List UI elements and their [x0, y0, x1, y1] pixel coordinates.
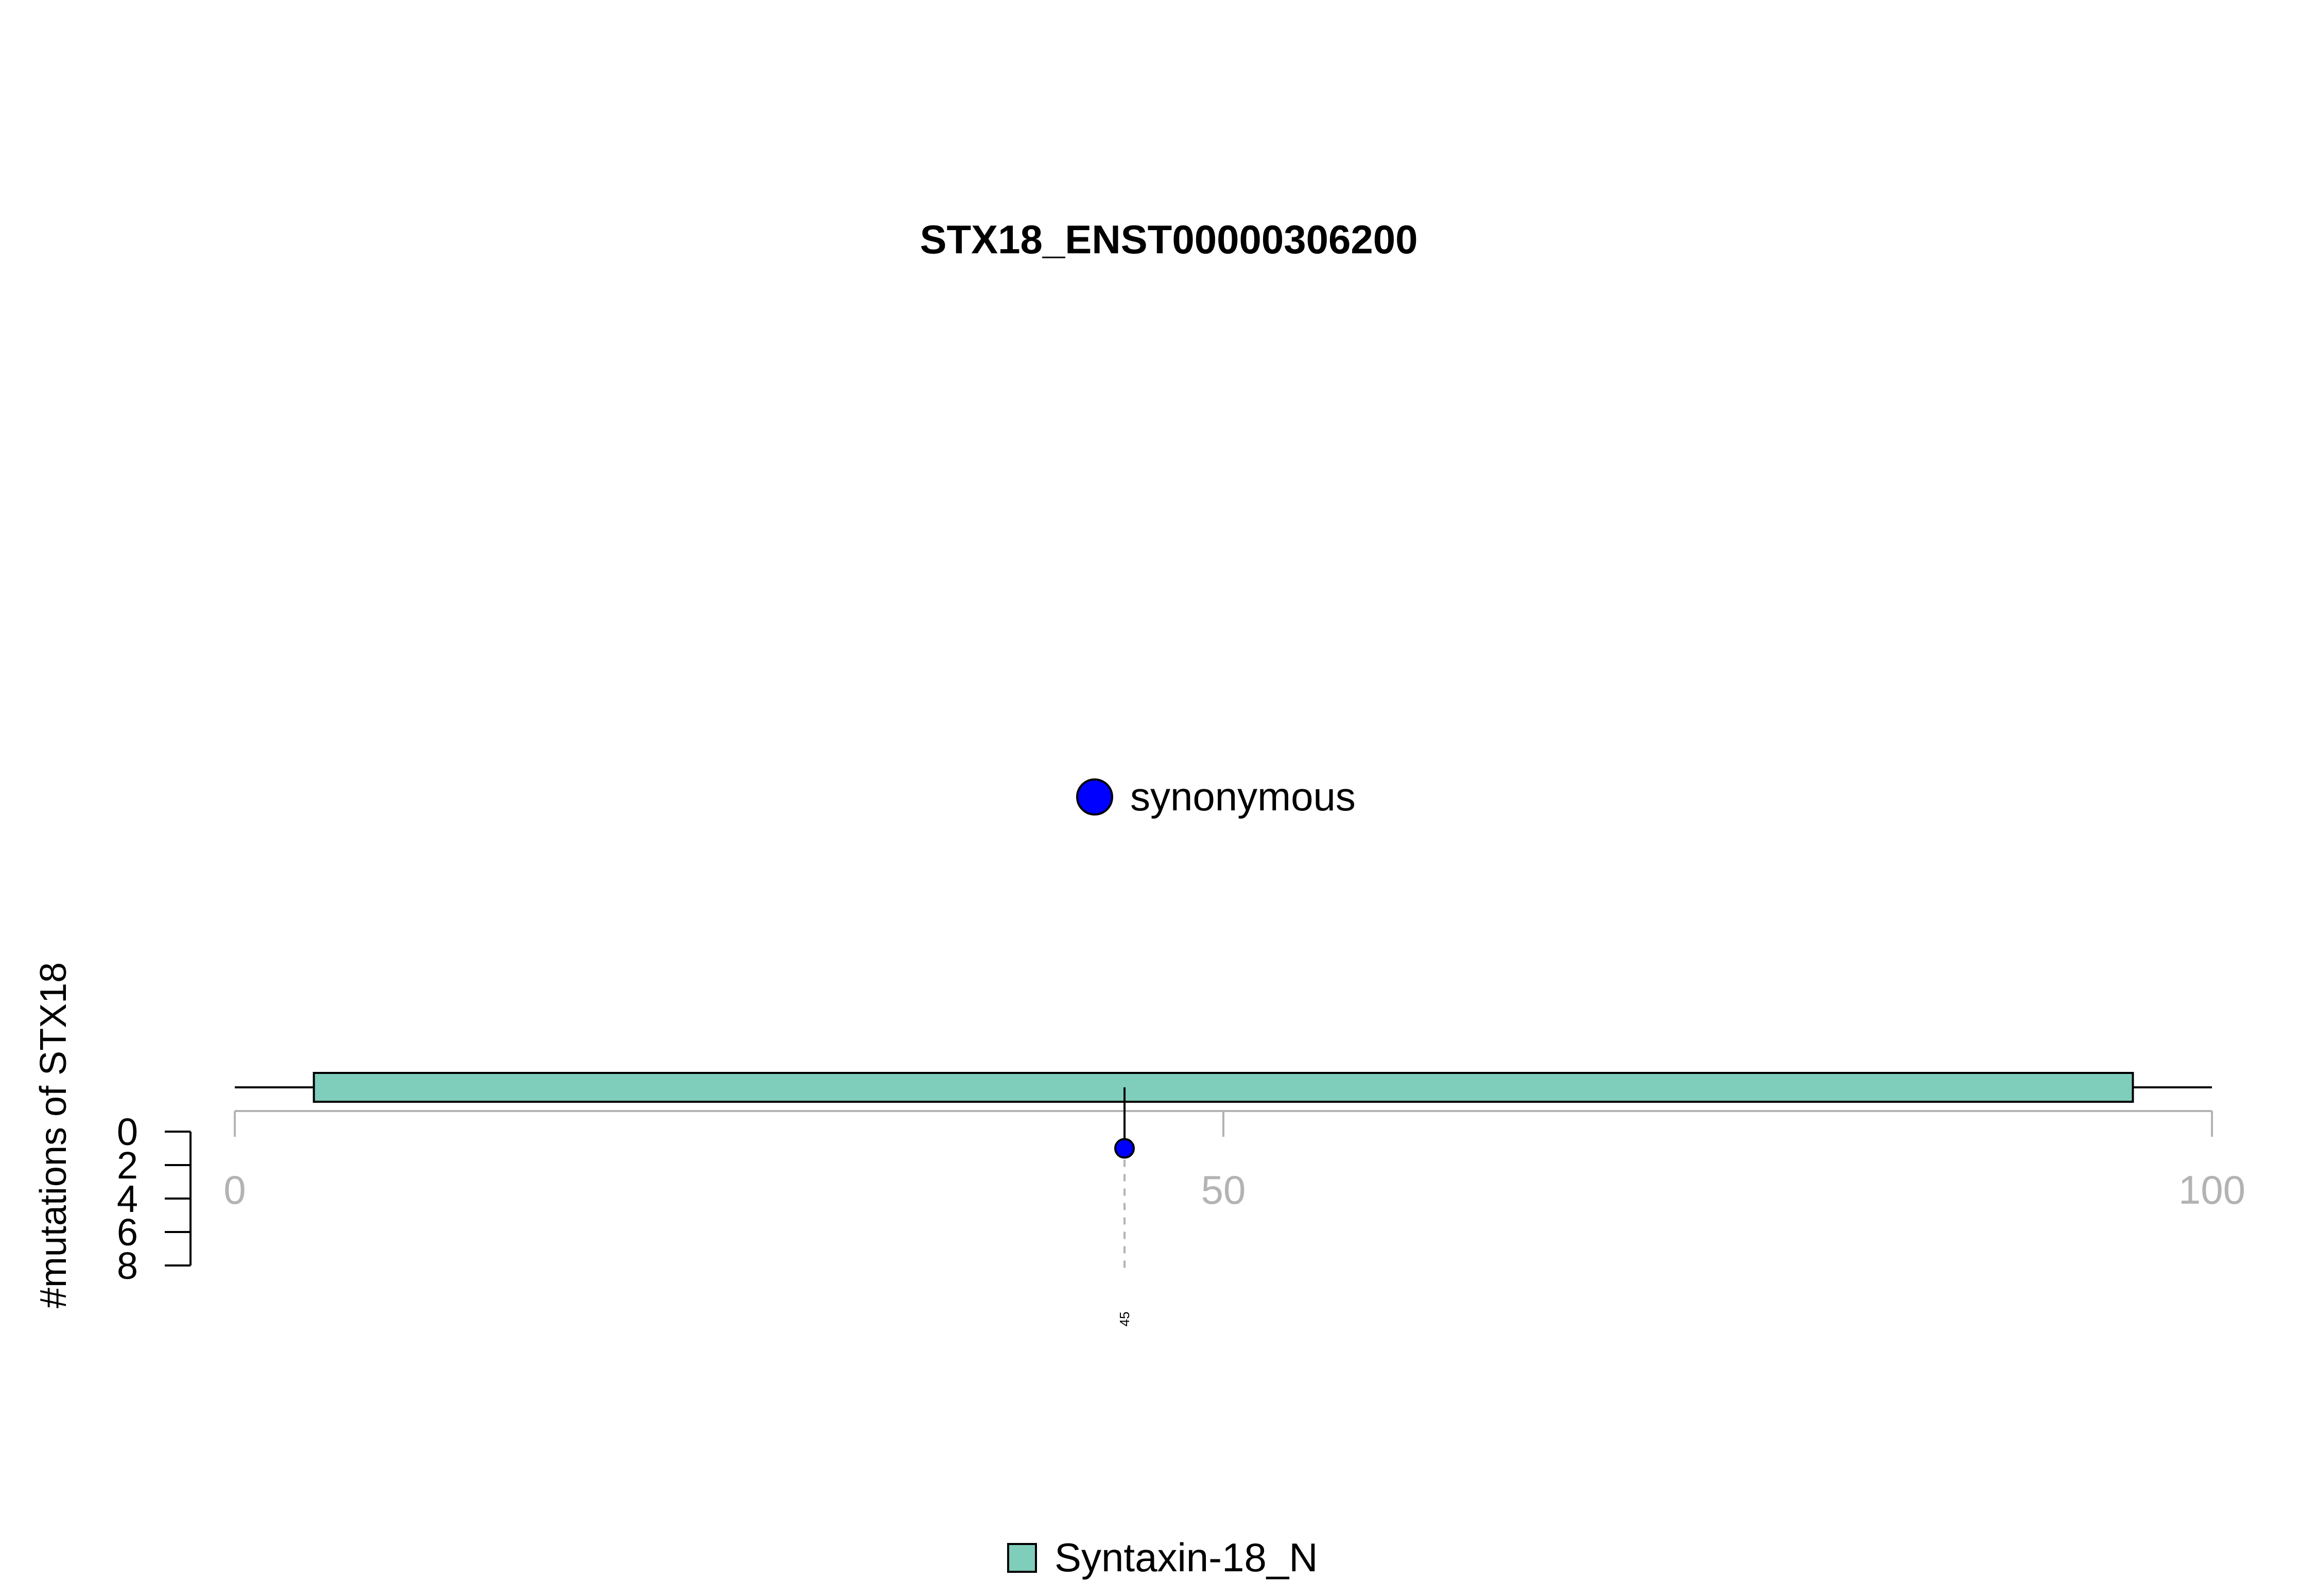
legend-marker-undefined: [1076, 778, 1113, 816]
mutation-point: [1114, 1138, 1135, 1159]
y-tick-label: 2: [117, 1144, 138, 1187]
mutations-layer: 45: [1114, 1087, 1135, 1327]
domain-syntaxin-18-n: [313, 1072, 2134, 1103]
mutation-position-label: 45: [1117, 1312, 1132, 1327]
y-tick-label: 6: [117, 1211, 138, 1254]
x-tick-label: 100: [2178, 1167, 2245, 1212]
legend-label: synonymous: [1130, 774, 1356, 819]
domain-legend-label: Syntaxin-18_N: [1054, 1535, 1318, 1580]
x-tick-label: 50: [1201, 1167, 1246, 1212]
x-axis: 0 50 100: [223, 1110, 2245, 1212]
protein-track: [235, 1072, 2212, 1103]
mutation-legend: synonymous: [1076, 774, 1356, 819]
chart-title: STX18_ENST00000306200: [920, 217, 1417, 262]
y-axis-label: #mutations of STX18: [33, 962, 74, 1308]
x-tick-label: 0: [223, 1167, 246, 1212]
y-tick-label: 0: [117, 1111, 138, 1153]
y-tick-label: 4: [117, 1177, 138, 1220]
domain-legend: Syntaxin-18_N: [1007, 1535, 1318, 1580]
y-tick-label: 8: [117, 1244, 138, 1287]
domain-legend-swatch: [1007, 1543, 1037, 1573]
